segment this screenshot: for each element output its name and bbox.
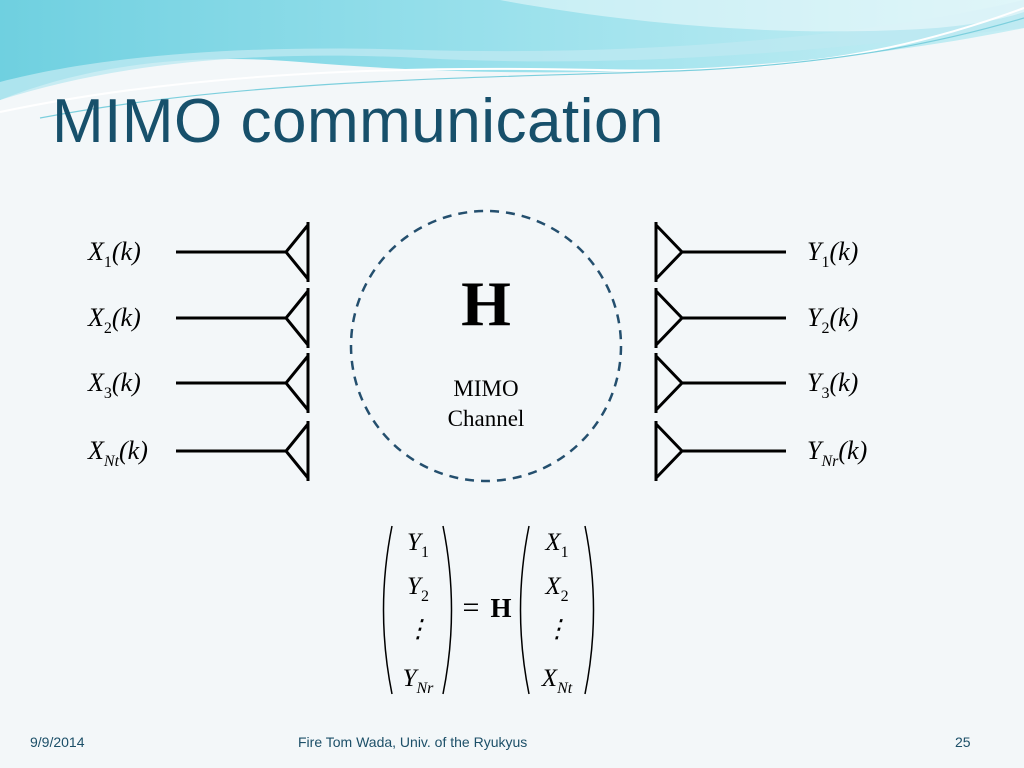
tx-antenna-icon: [284, 355, 310, 411]
rx-antenna-row: Y2(k): [654, 288, 858, 348]
channel-circle: [349, 209, 623, 483]
channel-label-line2: Channel: [448, 406, 525, 431]
tx-antenna-row: X3(k): [87, 353, 310, 413]
footer-date: 9/9/2014: [30, 734, 85, 750]
lhs-right-paren: [442, 525, 453, 695]
lhs-vector-entry: Y2: [407, 573, 429, 605]
rx-antenna-icon: [654, 422, 685, 480]
lhs-left-paren: [382, 525, 393, 695]
lhs-vector-entry: Y1: [407, 529, 429, 561]
footer-author: Fire Tom Wada, Univ. of the Ryukyus: [298, 734, 528, 750]
tx-antenna-icon: [284, 224, 310, 280]
lhs-vector-entry: YNr: [403, 665, 435, 697]
rhs-vector-entry: XNt: [541, 665, 573, 697]
equals-sign: =: [463, 591, 480, 624]
slide-title: MIMO communication: [52, 87, 664, 156]
rx-signal-label: Y1(k): [807, 237, 858, 271]
tx-antenna-icon: [284, 290, 310, 346]
transmit-antennas: X1(k) X2(k) X3(k) XNt(k): [87, 222, 310, 481]
rhs-vector-entry: ⋮: [545, 616, 570, 643]
rx-signal-label: Y2(k): [807, 303, 858, 337]
equation-matrix-symbol: H: [490, 593, 511, 623]
rhs-right-paren: [584, 525, 595, 695]
rx-antenna-row: YNr(k): [654, 421, 867, 481]
channel-label-line1: MIMO: [453, 376, 518, 401]
tx-antenna-icon: [284, 423, 310, 479]
rx-antenna-icon: [654, 289, 685, 347]
rx-antenna-icon: [654, 223, 685, 281]
rhs-vector-entry: X1: [544, 529, 568, 561]
lhs-vector-entry: ⋮: [406, 616, 431, 643]
tx-antenna-row: XNt(k): [87, 421, 310, 481]
rx-antenna-icon: [654, 354, 685, 412]
tx-signal-label: X3(k): [87, 368, 141, 402]
rhs-left-paren: [519, 525, 530, 695]
tx-signal-label: XNt(k): [87, 436, 148, 470]
channel-matrix-symbol: H: [461, 268, 511, 339]
rx-antenna-row: Y3(k): [654, 353, 858, 413]
tx-antenna-row: X2(k): [87, 288, 310, 348]
rx-signal-label: Y3(k): [807, 368, 858, 402]
rx-antenna-row: Y1(k): [654, 222, 858, 282]
tx-antenna-row: X1(k): [87, 222, 310, 282]
tx-signal-label: X2(k): [87, 303, 141, 337]
rhs-vector-entry: X2: [544, 573, 568, 605]
rx-signal-label: YNr(k): [807, 436, 867, 470]
tx-signal-label: X1(k): [87, 237, 141, 271]
footer-page-number: 25: [955, 734, 971, 750]
receive-antennas: Y1(k) Y2(k) Y3(k) YNr(k): [654, 222, 867, 481]
